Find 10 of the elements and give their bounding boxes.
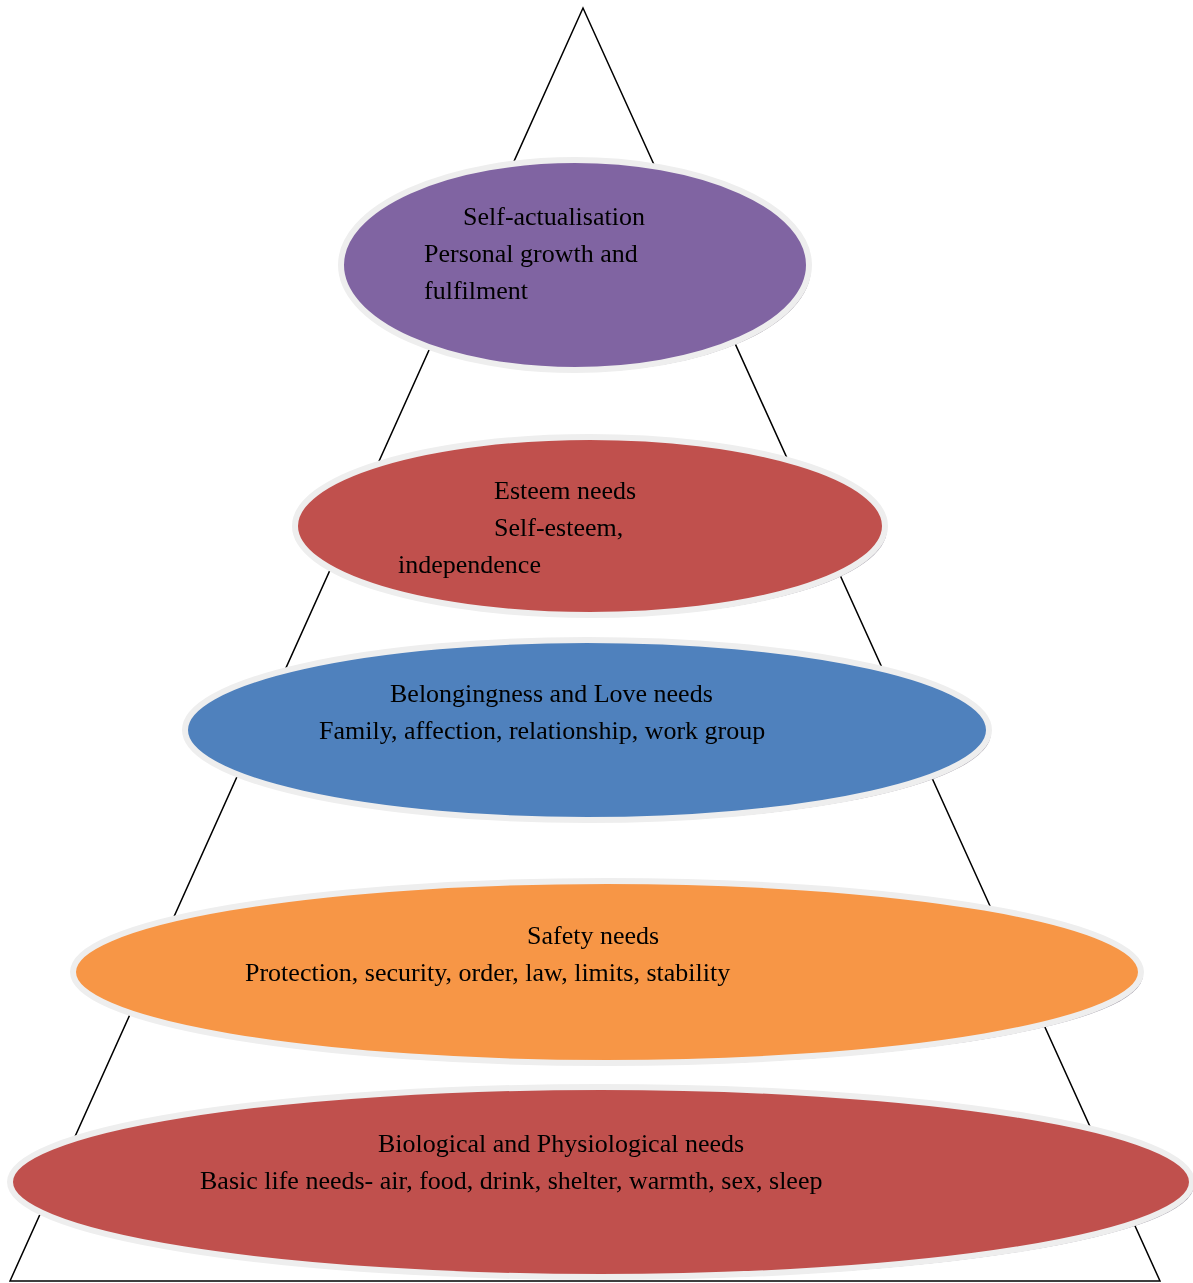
level-heading: Self-actualisation <box>462 201 646 233</box>
level-heading: Esteem needs <box>493 475 638 507</box>
level-description: Protection, security, order, law, limits, stability <box>245 957 732 989</box>
level-description: Basic life needs- air, food, drink, shelter, warmth, sex, sleep <box>200 1165 824 1197</box>
level-description: Family, affection, relationship, work group <box>319 715 767 747</box>
level-heading: Belongingness and Love needs <box>389 678 714 710</box>
level-heading: Safety needs <box>526 920 661 952</box>
level-heading: Biological and Physiological needs <box>377 1128 746 1160</box>
level-description: Self-esteem, independence <box>398 512 625 581</box>
level-description: Personal growth and fulfilment <box>424 238 639 307</box>
